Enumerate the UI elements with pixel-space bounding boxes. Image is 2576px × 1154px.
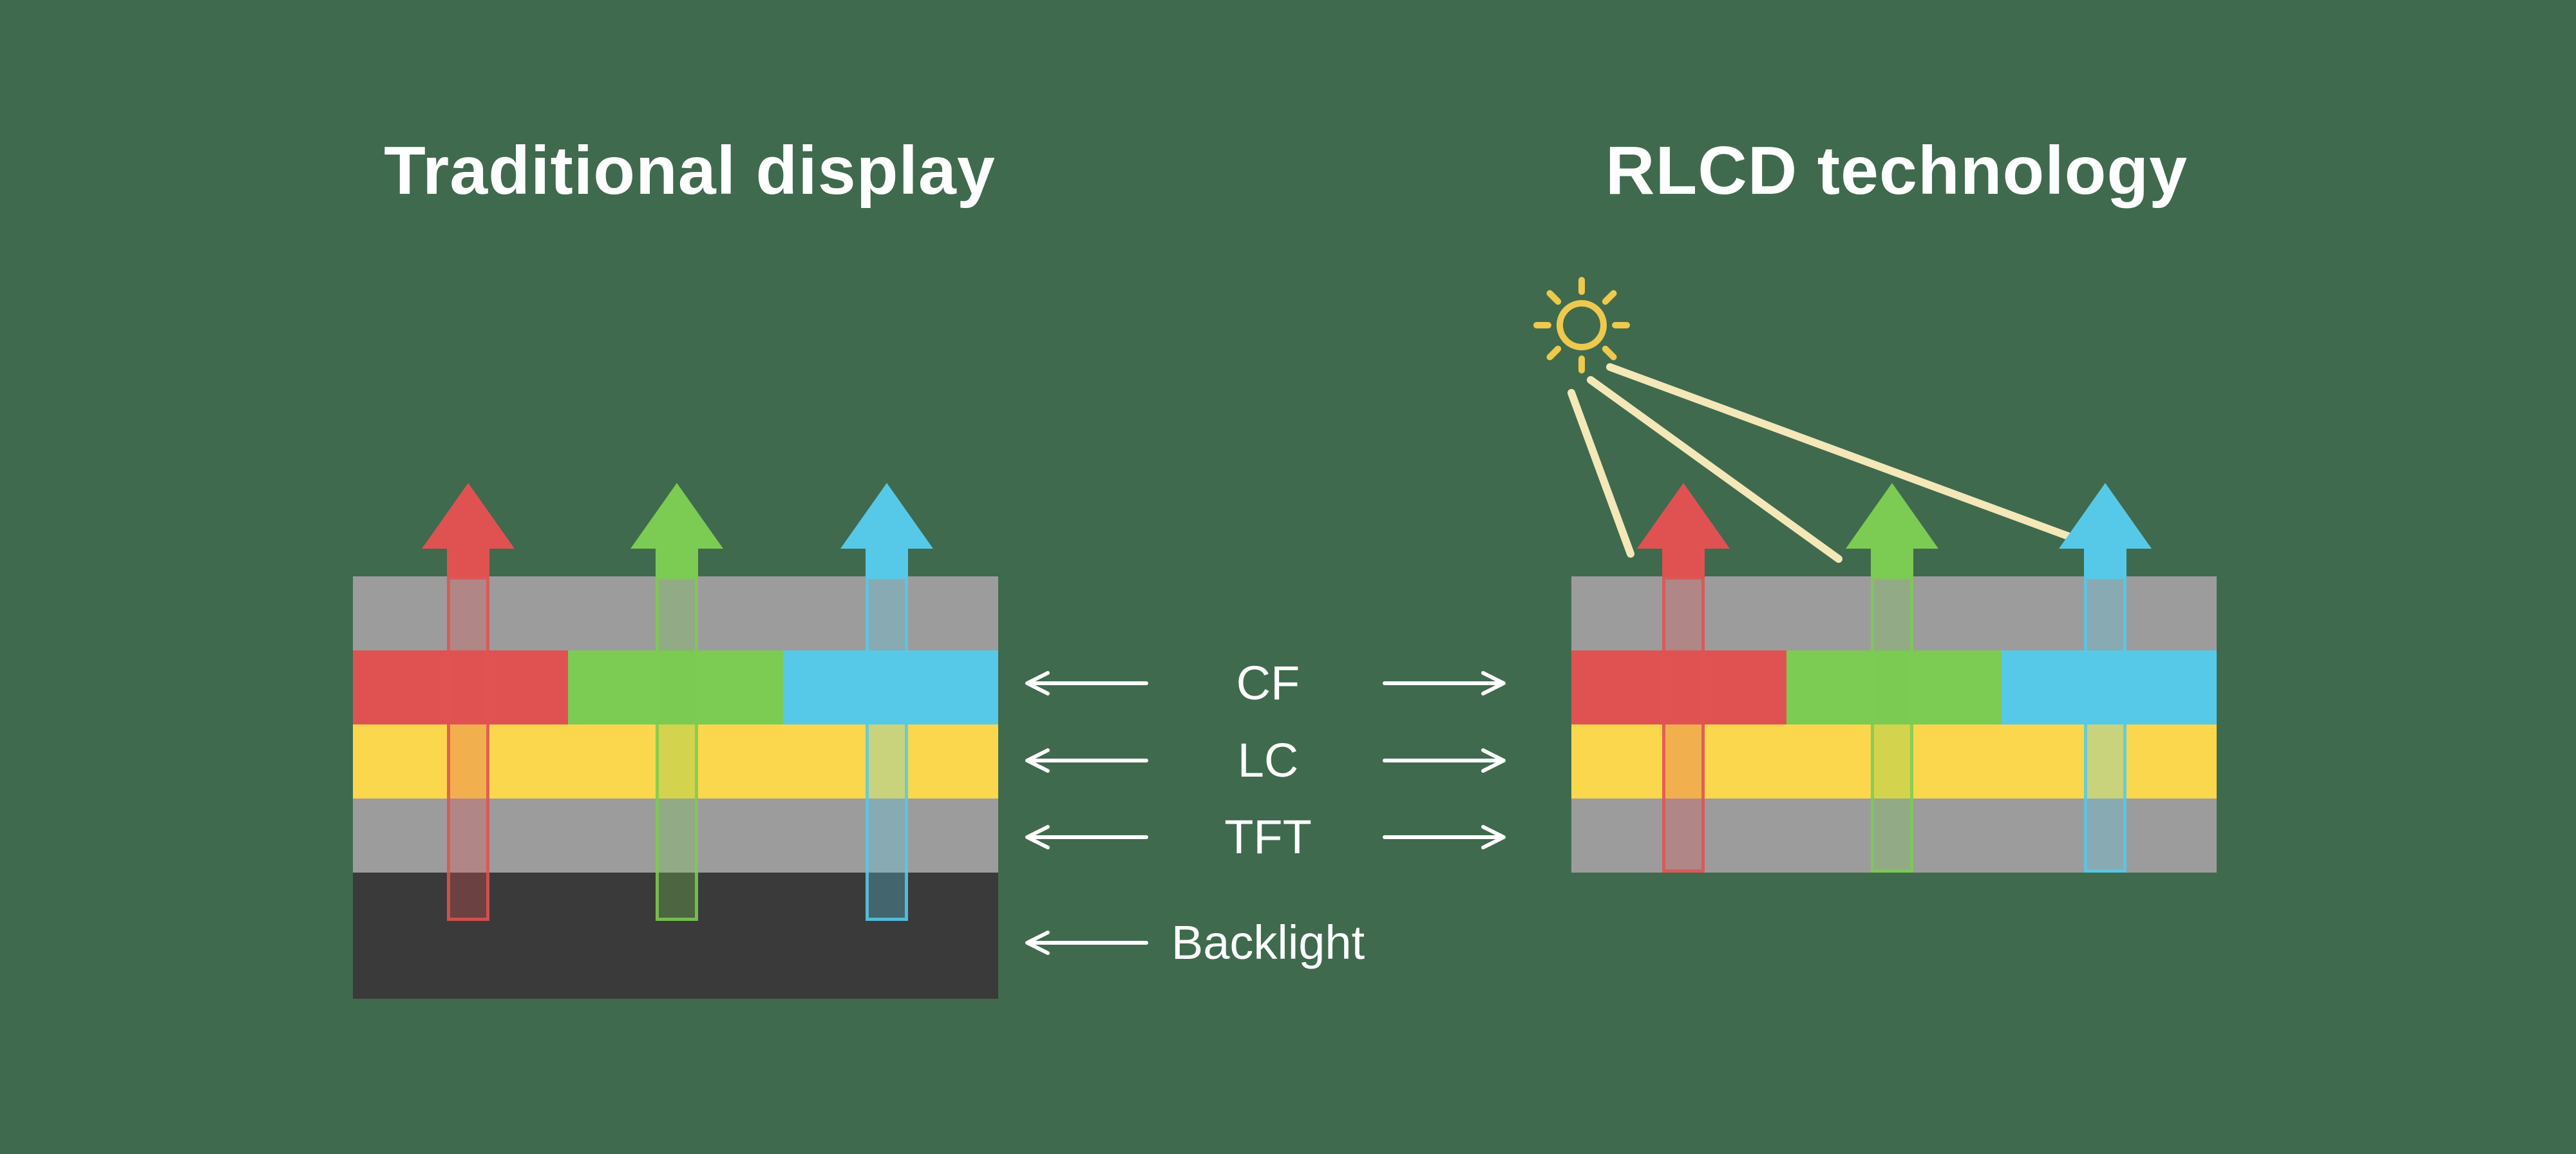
arrow-shaft bbox=[866, 547, 908, 578]
cf-label: CF bbox=[1236, 656, 1300, 710]
color-filter-layer bbox=[353, 650, 998, 724]
backlight-left-arrow-icon bbox=[1025, 931, 1148, 955]
traditional-display-title: Traditional display bbox=[384, 133, 996, 209]
cf-left-arrow-icon bbox=[1025, 671, 1148, 695]
rlcd-display-stack bbox=[1571, 576, 2217, 873]
tft-right-arrow-icon bbox=[1383, 825, 1506, 849]
backlight-label: Backlight bbox=[1171, 916, 1365, 969]
cf-green-segment bbox=[568, 650, 783, 724]
sunlight-beams bbox=[1567, 363, 2094, 563]
arrow-head bbox=[1637, 483, 1730, 549]
arrow-shaft-overlay bbox=[2084, 576, 2126, 873]
arrow-shaft-overlay bbox=[656, 576, 698, 921]
green-light-arrow bbox=[1846, 483, 1938, 934]
arrow-head bbox=[630, 483, 723, 549]
liquid-crystal-layer bbox=[1571, 724, 2217, 799]
rlcd-technology-title: RLCD technology bbox=[1605, 133, 2188, 209]
arrow-shaft bbox=[447, 547, 489, 578]
arrow-shaft-overlay bbox=[447, 576, 489, 921]
traditional-display-stack bbox=[353, 576, 998, 999]
sun-beam-right bbox=[1606, 363, 2094, 548]
red-light-arrow bbox=[1637, 483, 1730, 934]
arrow-head bbox=[2059, 483, 2152, 549]
lc-right-arrow-icon bbox=[1383, 748, 1506, 773]
color-filter-layer bbox=[1571, 650, 2217, 724]
tft-label: TFT bbox=[1224, 810, 1312, 864]
arrow-shaft bbox=[2084, 547, 2126, 578]
tft-layer bbox=[1571, 799, 2217, 873]
lc-left-arrow-icon bbox=[1025, 748, 1148, 773]
top-glass-layer bbox=[1571, 576, 2217, 650]
cf-red-segment bbox=[353, 650, 568, 724]
backlight-layer bbox=[353, 873, 998, 999]
arrow-shaft-overlay bbox=[1871, 576, 1913, 873]
cf-green-segment bbox=[1786, 650, 2002, 724]
green-light-arrow bbox=[630, 483, 723, 934]
arrow-shaft bbox=[1871, 547, 1913, 578]
cf-right-arrow-icon bbox=[1383, 671, 1506, 695]
cf-red-segment bbox=[1571, 650, 1786, 724]
cyan-light-arrow bbox=[2059, 483, 2152, 934]
cf-cyan-segment bbox=[783, 650, 998, 724]
arrow-shaft-overlay bbox=[1662, 576, 1705, 873]
cyan-light-arrow bbox=[840, 483, 933, 934]
lc-label: LC bbox=[1237, 733, 1299, 787]
arrow-head bbox=[1846, 483, 1938, 549]
tft-layer bbox=[353, 799, 998, 873]
red-light-arrow bbox=[422, 483, 515, 934]
arrow-shaft bbox=[1662, 547, 1705, 578]
arrow-head bbox=[422, 483, 515, 549]
sun-icon bbox=[1533, 277, 1630, 374]
sun-beam-left bbox=[1567, 389, 1634, 558]
liquid-crystal-layer bbox=[353, 724, 998, 799]
arrow-shaft-overlay bbox=[866, 576, 908, 921]
top-glass-layer bbox=[353, 576, 998, 650]
arrow-shaft bbox=[656, 547, 698, 578]
arrow-head bbox=[840, 483, 933, 549]
tft-left-arrow-icon bbox=[1025, 825, 1148, 849]
cf-cyan-segment bbox=[2002, 650, 2217, 724]
sun-beam-middle bbox=[1587, 376, 1842, 563]
